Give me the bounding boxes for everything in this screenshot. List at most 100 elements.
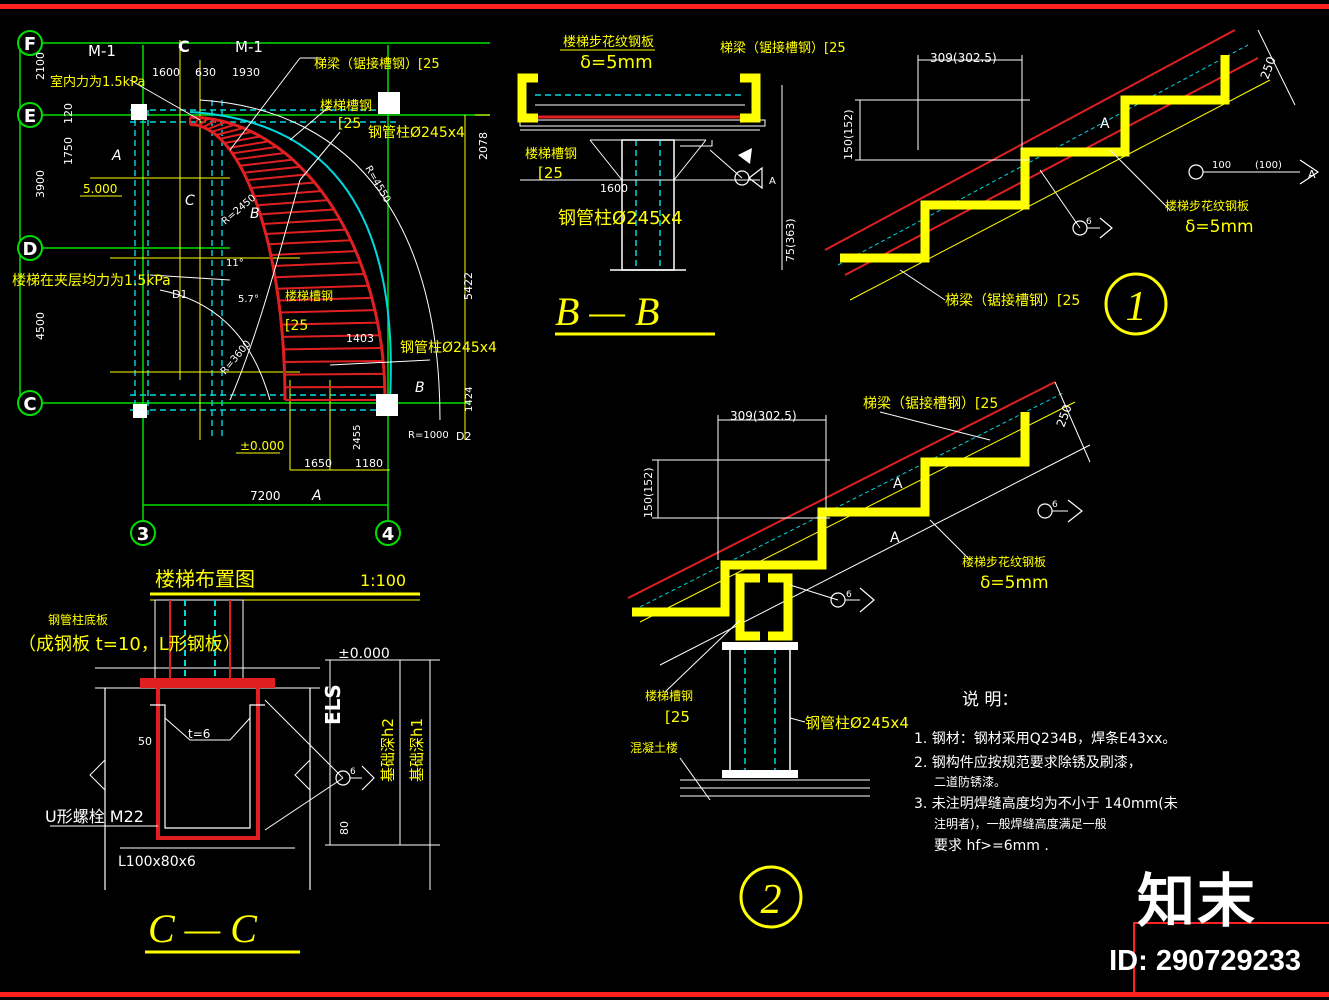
- section-mark-c-mid: C: [185, 193, 195, 209]
- axis-bubble-C: C: [17, 390, 43, 416]
- cc-angle-steel: L100x80x6: [118, 854, 196, 870]
- section-mark-c-top: C: [178, 37, 190, 56]
- stair-tread: [278, 296, 372, 302]
- detail-1: 309(302.5) 150(152) 250 A 100 (100) A 6 …: [824, 29, 1320, 336]
- cc-h2: 基础深h2: [379, 718, 397, 782]
- cc-dim-80: 80: [338, 821, 351, 835]
- dim-120: 120: [62, 103, 75, 124]
- d1-riser-dim: 150(152): [842, 109, 855, 160]
- top-dim-1600: 1600: [152, 66, 180, 79]
- watermark-logo: 知末: [1136, 867, 1257, 935]
- notes-title: 说 明：: [962, 690, 1018, 710]
- d1-width-dim: 250: [1258, 55, 1279, 81]
- column-top-right: [378, 92, 400, 114]
- dim-3900: 3900: [34, 170, 47, 198]
- stair-tread: [236, 151, 286, 161]
- axis-label-D: D: [23, 239, 38, 260]
- stair-tread: [211, 123, 235, 133]
- bb-height-dim: 75(363): [784, 218, 797, 262]
- d1-plate-label: 楼梯步花纹钢板: [1165, 198, 1249, 213]
- stair-tread: [239, 158, 293, 167]
- bb-channel-label: 楼梯槽钢: [525, 147, 577, 162]
- stair-tread: [219, 130, 253, 140]
- notes-item-3c: 要求 hf>=6mm .: [934, 838, 1049, 854]
- angle-1: 11°: [226, 258, 244, 269]
- radius-end: R=1000: [408, 430, 449, 441]
- plan-tube-label-2: 钢管柱Ø245x4: [400, 340, 497, 356]
- d2-channel-label: 楼梯槽钢: [645, 688, 693, 703]
- stair-tread: [275, 272, 365, 279]
- stair-tread: [257, 199, 328, 207]
- stair-tread: [284, 359, 384, 363]
- stair-tread: [263, 218, 341, 225]
- cc-title: C — C: [148, 906, 258, 951]
- right-dim-5422: 5422: [462, 272, 475, 300]
- stair-tread: [282, 334, 380, 338]
- section-mark-b-mid: B: [250, 206, 260, 222]
- axis-label-F: F: [24, 34, 36, 55]
- d1-number: 1: [1126, 284, 1147, 330]
- d2-width-dim: 250: [1054, 403, 1075, 429]
- bottom-dim-1180: 1180: [355, 457, 383, 470]
- notes-item-2b: 二道防锈漆。: [934, 774, 1006, 789]
- stair-tread: [265, 228, 346, 235]
- d2-tube-label: 钢管柱Ø245x4: [805, 714, 909, 732]
- dim-1403: 1403: [346, 332, 374, 345]
- detail-2: 309(302.5) 150(152) 250 梯梁（锯接槽钢）[25 A A …: [627, 381, 1091, 929]
- section-mark-b-right: B: [415, 380, 425, 396]
- angle-2: 5.7°: [238, 294, 259, 305]
- d2-riser-dim: 150(152): [642, 467, 655, 518]
- column-bottom-left: [133, 404, 147, 418]
- section-cc: 6 钢管柱底板 （成钢板 t=10，L形钢板） ±0.000 t=6 50 U形…: [18, 599, 440, 954]
- dim-1750: 1750: [62, 137, 75, 165]
- plan-scale: 1:100: [360, 571, 406, 590]
- d2-mark-a1: A: [893, 476, 903, 492]
- stair-tread: [268, 239, 351, 246]
- axis-bubble-F: F: [17, 30, 43, 56]
- axis-label-E: E: [24, 106, 36, 127]
- d2-plate-thk: δ=5mm: [980, 573, 1049, 593]
- door-label-right: M-1: [235, 38, 263, 56]
- bb-weld-a: A: [769, 176, 776, 187]
- stair-tread: [243, 165, 301, 174]
- cc-bolt-label: U形螺栓 M22: [45, 807, 144, 826]
- column-bottom-right: [376, 394, 398, 416]
- axis-bubble-D: D: [17, 235, 43, 261]
- stair-tread: [270, 250, 356, 256]
- elevation-high: 5.000: [83, 182, 117, 196]
- right-dim-2078: 2078: [477, 132, 490, 160]
- section-mark-a-bottom: A: [311, 488, 322, 504]
- stair-tread: [281, 321, 378, 326]
- stair-stringer-arc: [189, 115, 387, 401]
- d1-tread-dim: 309(302.5): [930, 51, 997, 65]
- bb-plate-thk: δ=5mm: [580, 52, 653, 73]
- cc-elevation: ±0.000: [338, 646, 390, 662]
- d2-base-label: 混凝土楼: [630, 740, 678, 755]
- plan-inner-stair-label: 楼梯槽钢: [285, 288, 333, 303]
- cc-weld-6: 6: [350, 767, 356, 777]
- bb-stringer-label: 梯梁（锯接槽钢）[25: [720, 40, 846, 56]
- top-dim-630: 630: [195, 66, 216, 79]
- d1-stringer-label: 梯梁（锯接槽钢）[25: [945, 292, 1080, 309]
- plan-title: 楼梯布置图: [155, 567, 255, 591]
- stair-tread: [250, 181, 315, 190]
- d1-plate-thk: δ=5mm: [1185, 217, 1254, 237]
- d2-stringer-label: 梯梁（锯接槽钢）[25: [863, 395, 998, 412]
- stair-tread: [276, 284, 369, 290]
- frame-bottom-line: [0, 992, 1329, 997]
- axis-bubble-E: E: [17, 102, 43, 128]
- stair-tread: [232, 145, 278, 155]
- bb-channel-size: [25: [538, 164, 563, 182]
- notes-item-2: 2. 钢构件应按规范要求除锈及刷漆，: [914, 754, 1142, 771]
- d1-weld-6: 6: [1086, 217, 1092, 227]
- section-bb: A 楼梯步花纹钢板 δ=5mm 梯梁（锯接槽钢）[25 楼梯槽钢 [25 160…: [517, 34, 846, 336]
- load-label-mid: 楼梯在夹层均力为1.5kPa: [12, 273, 171, 289]
- watermark-frame: [1133, 922, 1329, 994]
- cc-h1: 基础深h1: [408, 718, 426, 782]
- spiral-stair: [189, 115, 387, 401]
- d1-weld-end: A: [1308, 168, 1316, 181]
- stair-tread: [224, 135, 261, 145]
- column-top-left: [131, 104, 147, 120]
- cc-plate-spec: （成钢板 t=10，L形钢板）: [18, 634, 241, 655]
- dim-4500: 4500: [34, 312, 47, 340]
